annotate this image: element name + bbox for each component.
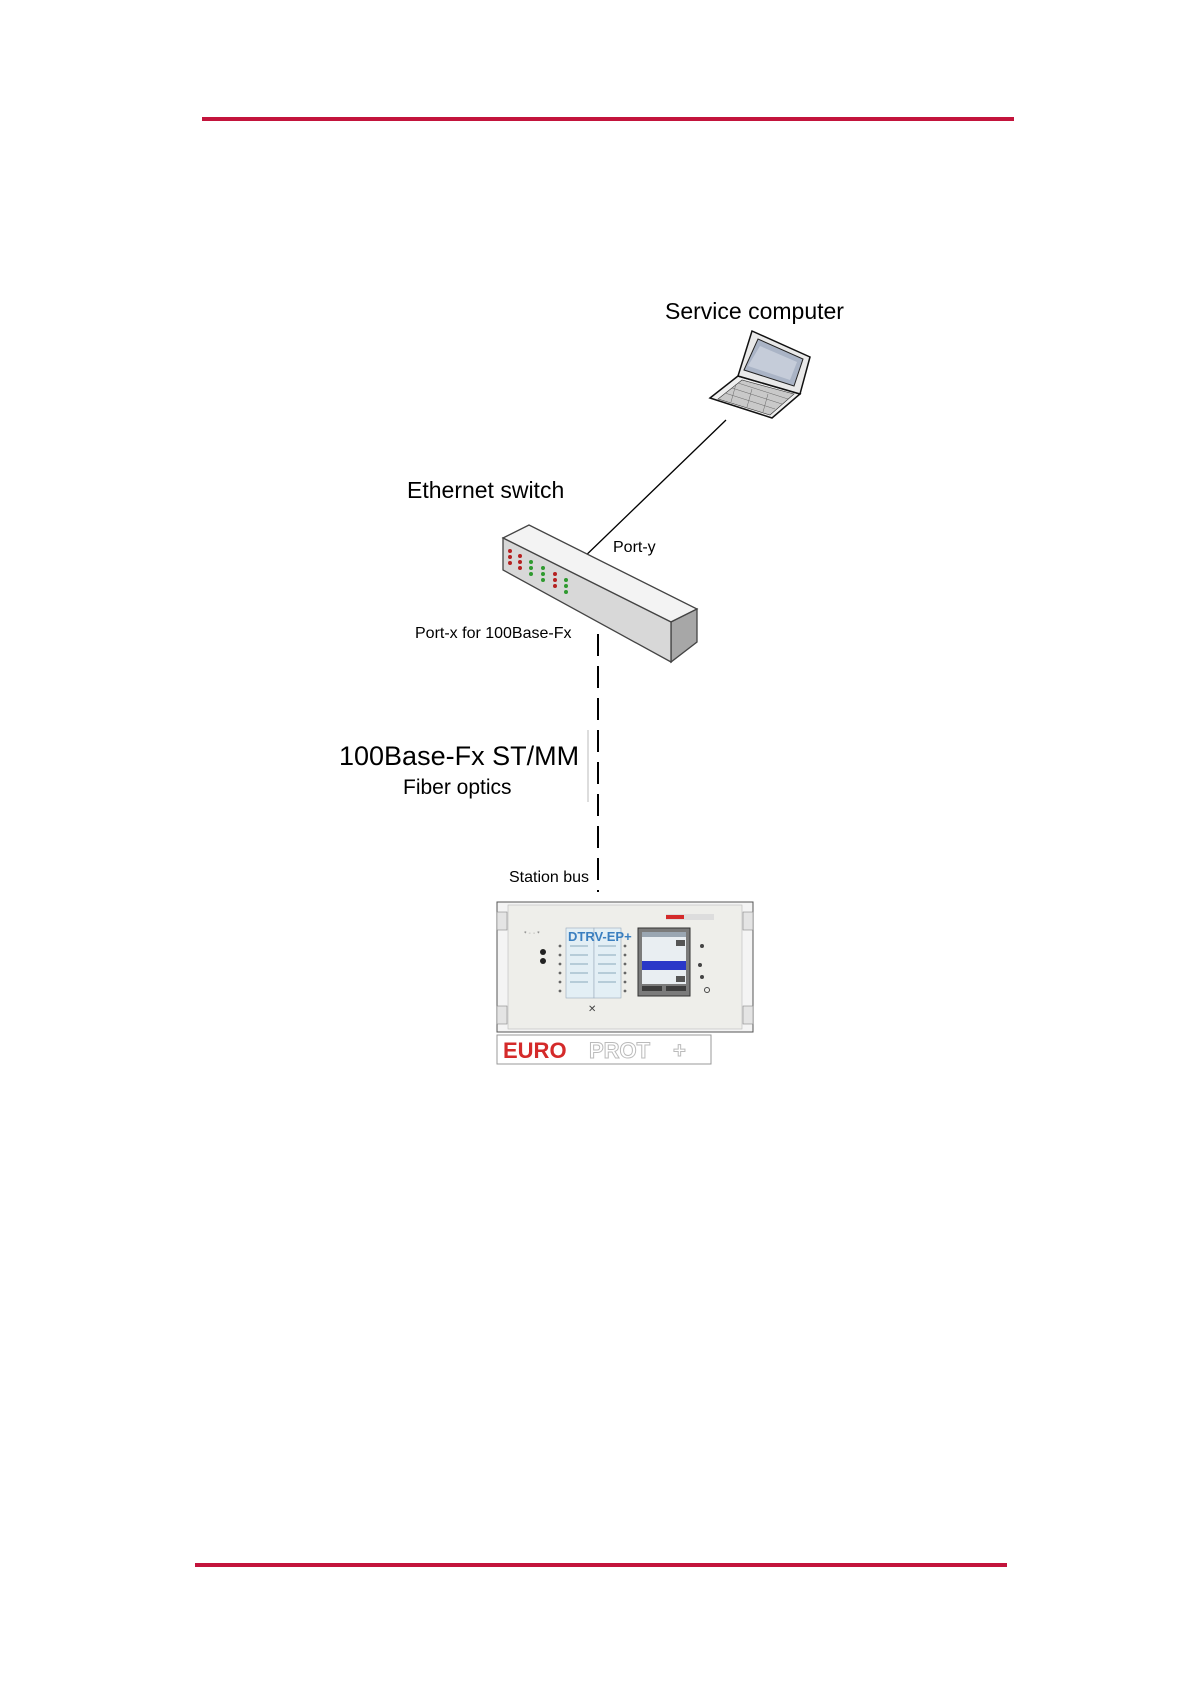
brand-prot: PROT <box>589 1038 651 1063</box>
svg-text:✕: ✕ <box>588 1004 596 1015</box>
station-bus-label: Station bus <box>509 870 589 886</box>
port-x-label: Port-x for 100Base-Fx <box>415 626 572 642</box>
fiber-optics-label: Fiber optics <box>403 777 512 798</box>
brand-plus: + <box>673 1038 686 1063</box>
port-y-label: Port-y <box>613 540 656 556</box>
europrot-logo: EURO PROT + <box>497 1035 711 1064</box>
service-computer-label: Service computer <box>665 300 844 323</box>
laptop-icon <box>710 331 810 418</box>
brand-euro: EURO <box>503 1038 567 1063</box>
device-model-title: DTRV-EP+ <box>568 929 632 944</box>
ethernet-switch-label: Ethernet switch <box>407 479 564 502</box>
protection-relay-icon: * ◦ ◦ * DTRV-EP+ ✕ <box>497 902 753 1032</box>
svg-text:* ◦ ◦ *: * ◦ ◦ * <box>524 931 540 937</box>
fiber-type-label: 100Base-Fx ST/MM <box>339 743 579 770</box>
